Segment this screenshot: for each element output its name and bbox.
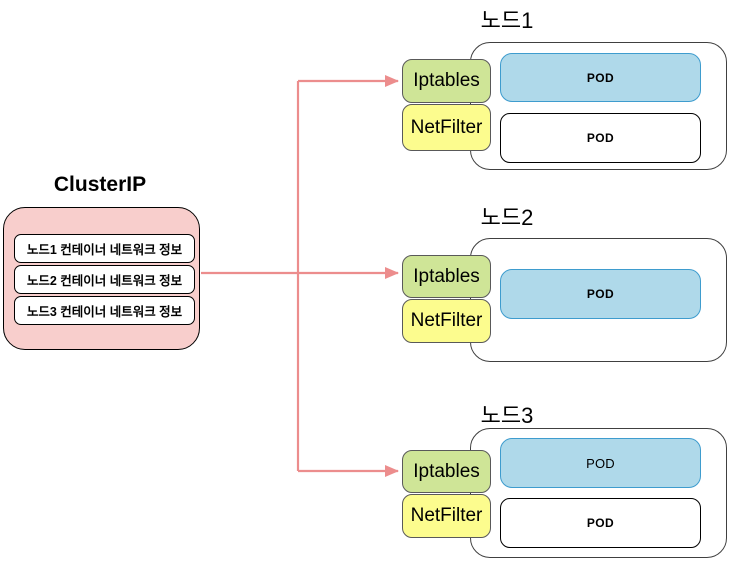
node3-netfilter: NetFilter xyxy=(402,494,491,538)
clusterip-title: ClusterIP xyxy=(53,173,147,196)
node1-pod-white: POD xyxy=(500,113,701,163)
node1-netfilter: NetFilter xyxy=(402,104,491,151)
node2-iptables: Iptables xyxy=(402,255,491,298)
node2-title: 노드2 xyxy=(480,205,534,230)
node3-pod-white: POD xyxy=(500,498,701,548)
node3-title: 노드3 xyxy=(480,403,534,428)
node3-pod-blue: POD xyxy=(500,438,701,488)
cluster-entry-node3: 노드3 컨테이너 네트워크 정보 xyxy=(14,296,195,325)
cluster-entry-node1: 노드1 컨테이너 네트워크 정보 xyxy=(14,234,195,263)
node1-iptables: Iptables xyxy=(402,59,491,103)
node2-pod-blue: POD xyxy=(500,269,701,319)
node3-iptables: Iptables xyxy=(402,450,491,493)
cluster-entry-node2: 노드2 컨테이너 네트워크 정보 xyxy=(14,265,195,294)
clusterip-box: 노드1 컨테이너 네트워크 정보 노드2 컨테이너 네트워크 정보 노드3 컨테… xyxy=(3,207,200,350)
node1-pod-blue: POD xyxy=(500,53,701,102)
node2-netfilter: NetFilter xyxy=(402,299,491,343)
node1-title: 노드1 xyxy=(480,8,534,33)
